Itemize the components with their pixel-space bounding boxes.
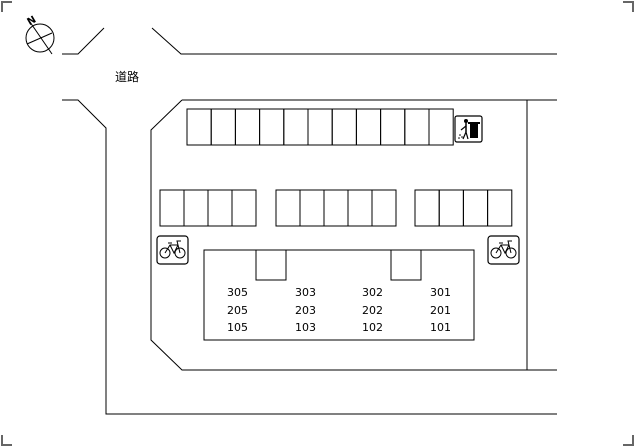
room-label: 103	[295, 321, 316, 334]
parking-space	[462, 189, 489, 227]
compass-north-label: N	[26, 14, 39, 28]
parking-group-middle	[275, 189, 397, 227]
parking-space	[259, 108, 285, 146]
room-label: 302	[362, 286, 383, 299]
parking-space	[404, 108, 430, 146]
parking-space	[299, 189, 325, 227]
parking-space	[231, 189, 257, 227]
parking-space	[355, 108, 382, 146]
parking-space	[487, 189, 513, 227]
site-boundary	[150, 99, 557, 371]
stair-right	[390, 249, 422, 281]
parking-space	[183, 189, 209, 227]
road-edges	[62, 27, 557, 415]
room-label: 101	[430, 321, 451, 334]
parking-row-top	[186, 108, 454, 146]
parking-space	[323, 189, 349, 227]
parking-space	[159, 189, 185, 227]
parking-space	[380, 108, 406, 146]
room-numbers: 305 303 302 301 205 203 202 201 105 103 …	[227, 286, 451, 334]
room-label: 202	[362, 304, 383, 317]
parking-space	[186, 108, 212, 146]
compass-icon: N	[25, 14, 55, 55]
parking-space	[210, 108, 236, 146]
room-label: 301	[430, 286, 451, 299]
room-label: 303	[295, 286, 316, 299]
parking-space	[207, 189, 233, 227]
parking-space	[414, 189, 440, 227]
parking-space	[307, 108, 333, 146]
room-label: 201	[430, 304, 451, 317]
room-label: 105	[227, 321, 248, 334]
room-label: 203	[295, 304, 316, 317]
apartment-building: 305 303 302 301 205 203 202 201 105 103 …	[203, 249, 475, 341]
parking-group-left	[159, 189, 257, 227]
room-label: 205	[227, 304, 248, 317]
road-label: 道路	[115, 69, 139, 84]
parking-space	[331, 108, 357, 146]
parking-space	[371, 189, 397, 227]
room-label: 305	[227, 286, 248, 299]
parking-group-right	[414, 189, 513, 227]
bicycle-parking-icon-left	[156, 235, 189, 265]
parking-space	[438, 189, 464, 227]
stair-left	[255, 249, 287, 281]
parking-space	[347, 189, 373, 227]
parking-space	[275, 189, 301, 227]
trash-disposal-icon	[454, 115, 483, 143]
room-label: 102	[362, 321, 383, 334]
parking-space	[234, 108, 261, 146]
parking-space	[428, 108, 454, 146]
parking-space	[283, 108, 309, 146]
bicycle-parking-icon-right	[487, 235, 520, 265]
